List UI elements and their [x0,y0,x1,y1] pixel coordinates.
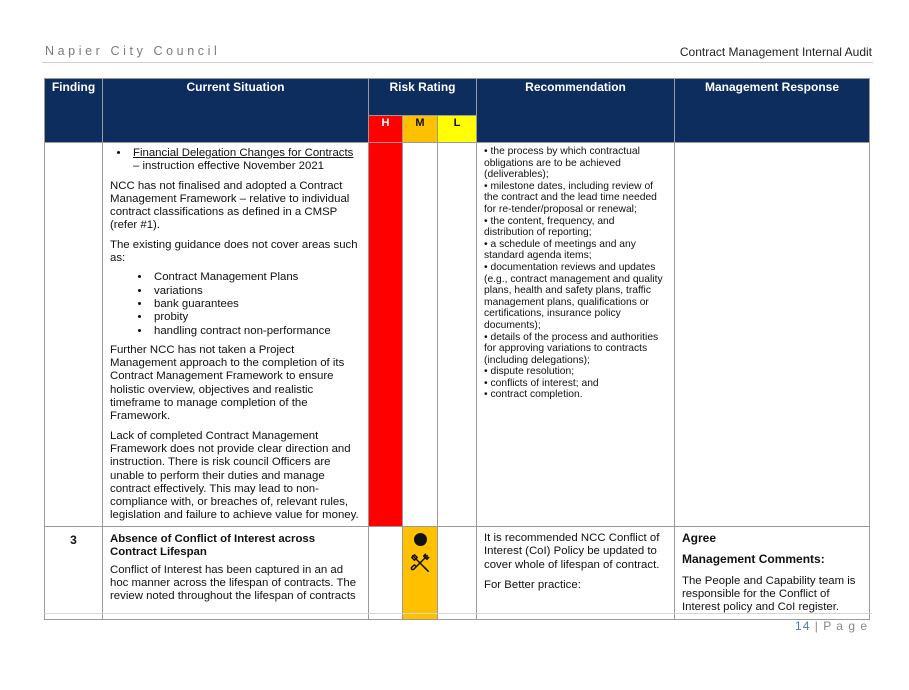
current-situation-cell: Financial Delegation Changes for Contrac… [102,142,369,527]
audit-table: Finding Current Situation Risk Rating Re… [44,78,871,621]
col-header-finding: Finding [44,78,103,143]
recommendation-cell: It is recommended NCC Conflict of Intere… [476,525,676,621]
risk-cell-medium-rated [402,525,438,621]
delegation-bullet-list: Financial Delegation Changes for Contrac… [110,147,361,174]
recommendation-item: • milestone dates, including review of t… [484,180,657,215]
list-item: bank guarantees [151,298,361,311]
management-response-cell: Agree Management Comments: The People an… [674,525,871,621]
page-number: 14 | P a g e [795,619,868,633]
recommendation-item: • a schedule of meetings and any standar… [484,238,636,262]
situation-paragraph: Further NCC has not taken a Project Mana… [110,343,345,423]
response-comments-label: Management Comments: [682,552,825,567]
table-row: Financial Delegation Changes for Contrac… [44,142,871,527]
management-response-cell-empty [674,142,871,527]
filled-circle-icon [413,533,427,546]
page-label: P a g e [823,619,868,633]
col-header-current-situation: Current Situation [102,78,369,143]
recommendation-item: • documentation reviews and updates (e.g… [484,261,663,331]
table-row: 3 Absence of Conflict of Interest across… [44,525,871,621]
situation-paragraph: Lack of completed Contract Management Fr… [110,429,359,522]
col-header-risk-rating: Risk Rating [367,78,478,116]
situation-paragraph: The existing guidance does not cover are… [110,238,358,265]
page-number-separator: | [810,619,824,633]
recommendation-paragraph: It is recommended NCC Conflict of Intere… [484,532,660,571]
list-item: probity [151,311,361,324]
response-text: The People and Capability team is respon… [682,574,856,614]
list-item: handling contract non-performance [151,325,361,338]
list-item: Contract Management Plans [151,271,361,284]
tools-icon [410,553,430,572]
risk-cell-low [436,142,478,527]
delegation-link-text: Financial Delegation Changes for Contrac… [133,147,354,159]
col-header-management-response: Management Response [674,78,871,143]
risk-cell-medium [402,142,438,527]
recommendation-cell: • the process by which contractual oblig… [476,142,676,527]
delegation-rest-text: – instruction effective November 2021 [133,160,325,173]
recommendation-item: • dispute resolution; [484,366,575,378]
page-number-value: 14 [795,619,811,633]
finding-title: Absence of Conflict of Interest across C… [110,533,316,559]
header-org: Napier City Council [45,44,221,58]
risk-cell-high [368,525,403,621]
col-header-recommendation: Recommendation [476,78,676,143]
recommendation-item: • the process by which contractual oblig… [484,146,640,181]
recommendation-item: • contract completion. [484,389,583,401]
risk-cell-low [436,525,478,621]
recommendation-item: • conflicts of interest; and [484,377,599,389]
header-doc-title: Contract Management Internal Audit [679,45,872,59]
risk-header-low: L [436,115,478,143]
finding-number: 3 [44,525,103,621]
list-item: variations [151,285,361,298]
risk-cell-high [368,142,403,527]
recommendation-item: • details of the process and authorities… [484,331,659,366]
guidance-gap-list: Contract Management Plans variations ban… [110,271,361,337]
situation-paragraph: Conflict of Interest has been captured i… [110,563,357,603]
recommendation-paragraph: For Better practice: [484,578,581,591]
situation-paragraph: NCC has not finalised and adopted a Cont… [110,179,350,232]
risk-header-medium: M [402,115,438,143]
response-agree: Agree [682,531,717,545]
header-divider [42,62,873,63]
footer-divider [44,613,872,614]
recommendation-item: • the content, frequency, and distributi… [484,215,615,239]
finding-cell-empty [44,142,103,527]
list-item: Financial Delegation Changes for Contrac… [130,147,361,174]
risk-header-high: H [368,115,403,143]
current-situation-cell: Absence of Conflict of Interest across C… [102,525,369,621]
